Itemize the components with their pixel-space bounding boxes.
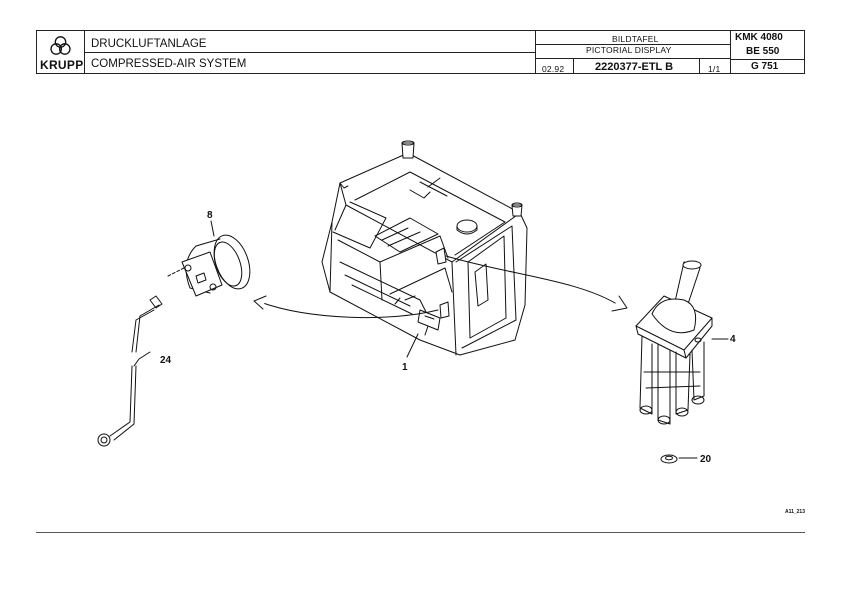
hex-nut	[660, 454, 678, 464]
title-german: DRUCKLUFTANLAGE	[91, 38, 207, 50]
krupp-logo: KRUPP	[37, 31, 84, 73]
issue-date: 02.92	[542, 64, 565, 74]
model-variant: BE 550	[746, 46, 780, 57]
plate-label-german: BILDTAFEL	[612, 34, 659, 44]
footer-rule	[36, 532, 805, 533]
model-number: KMK 4080	[735, 32, 783, 43]
control-valve	[635, 260, 713, 425]
krupp-rings-icon	[50, 36, 71, 55]
arrow-to-valve	[445, 255, 621, 307]
crane-cabin	[321, 140, 528, 356]
callout-1: 1	[402, 362, 408, 373]
part-number: 2220377-ETL B	[595, 61, 674, 73]
callout-24: 24	[160, 355, 172, 366]
company-name: KRUPP	[40, 58, 84, 72]
plate-label-english: PICTORIAL DISPLAY	[586, 45, 672, 55]
callout-20: 20	[700, 454, 712, 465]
title-block: KRUPP DRUCKLUFTANLAGE COMPRESSED-AIR SYS…	[36, 30, 805, 74]
callout-4: 4	[730, 334, 736, 345]
pressure-gauge	[167, 234, 251, 297]
drawing-reference: A11_213	[784, 509, 805, 515]
pressure-pipe	[97, 295, 163, 447]
group-number: G 751	[751, 61, 779, 72]
callout-8: 8	[207, 210, 213, 221]
sheet-number: 1/1	[708, 64, 721, 74]
title-english: COMPRESSED-AIR SYSTEM	[91, 58, 247, 70]
arrow-to-gauge	[259, 301, 439, 319]
